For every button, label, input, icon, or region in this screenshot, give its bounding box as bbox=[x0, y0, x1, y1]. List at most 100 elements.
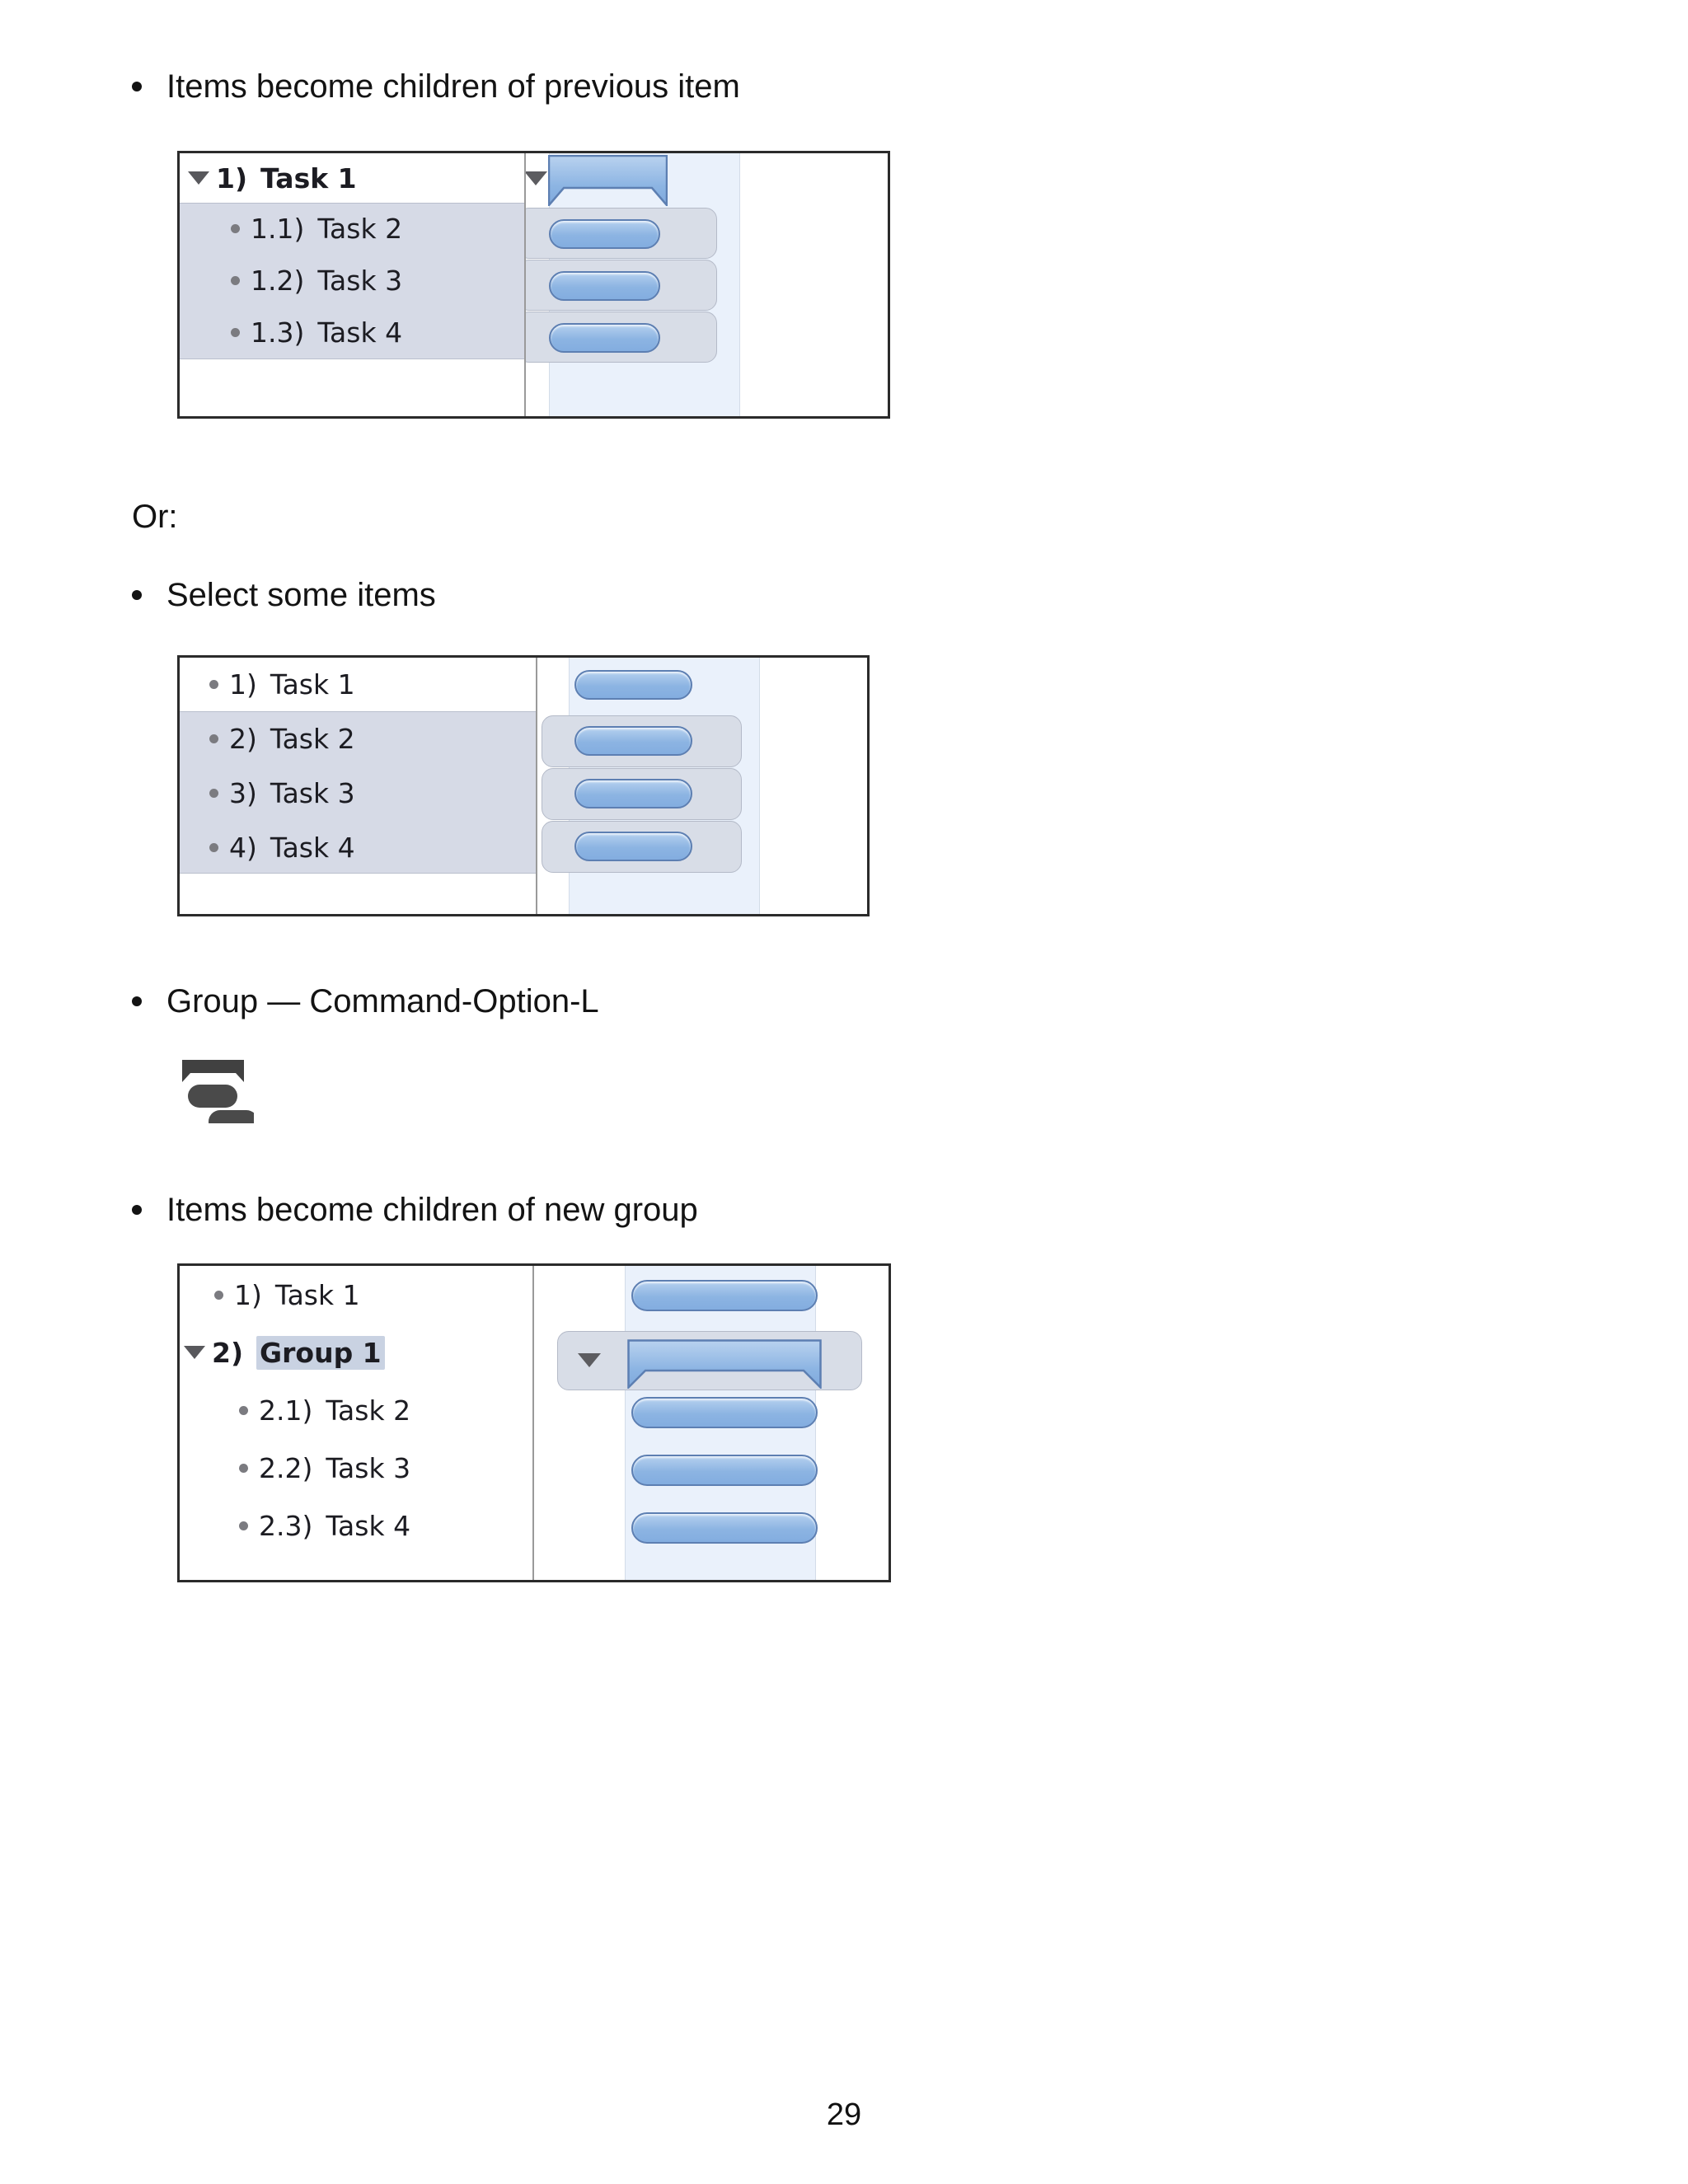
screenshot-children-of-previous-item[interactable]: 1) Task 1 1.1) Task 2 1.2) Task 3 1.3) T… bbox=[177, 151, 890, 419]
pane-divider-3[interactable] bbox=[532, 1266, 534, 1580]
gantt-task-bar-task-3[interactable] bbox=[549, 271, 660, 301]
gantt-task-bar-task-2[interactable] bbox=[631, 1397, 818, 1428]
outline-row-task-1[interactable]: 1) Task 1 bbox=[180, 153, 524, 203]
row-title: Task 3 bbox=[317, 265, 403, 297]
gantt-task-bar-task-3[interactable] bbox=[631, 1455, 818, 1486]
outline-row-task-2[interactable]: 2.1) Task 2 bbox=[180, 1381, 532, 1439]
disclosure-triangle-down-icon[interactable] bbox=[188, 171, 209, 185]
bullet-slot bbox=[219, 328, 251, 337]
bullet-items-children-previous: Items become children of previous item bbox=[132, 66, 740, 107]
bullet-dot-icon bbox=[230, 328, 240, 337]
gantt-task-bar-task-4[interactable] bbox=[631, 1512, 818, 1544]
pane-divider-2[interactable] bbox=[536, 658, 537, 914]
bullet-dot-icon bbox=[209, 842, 218, 852]
selection-band-2 bbox=[180, 711, 536, 874]
row-number: 1.3) bbox=[251, 316, 305, 349]
row-title: Task 1 bbox=[260, 162, 357, 194]
bullet-dot-icon bbox=[209, 733, 218, 743]
bullet-dot-icon bbox=[132, 1205, 142, 1215]
bullet-slot bbox=[203, 1290, 234, 1300]
outline-row-task-3[interactable]: 3) Task 3 bbox=[180, 766, 536, 820]
gantt-task-bar-task-4[interactable] bbox=[549, 323, 660, 353]
screenshot-children-of-new-group[interactable]: 1) Task 1 2) Group 1 2.1) Task 2 2.2) Ta… bbox=[177, 1263, 891, 1582]
disclosure-slot[interactable] bbox=[184, 1346, 212, 1359]
group-tasks-icon[interactable] bbox=[180, 1057, 254, 1123]
disclosure-triangle-down-icon[interactable] bbox=[184, 1346, 205, 1359]
row-title: Task 4 bbox=[317, 316, 403, 349]
outline-pane-1[interactable]: 1) Task 1 1.1) Task 2 1.2) Task 3 1.3) T… bbox=[180, 153, 524, 416]
bullet-slot bbox=[219, 224, 251, 233]
outline-pane-3[interactable]: 1) Task 1 2) Group 1 2.1) Task 2 2.2) Ta… bbox=[180, 1266, 532, 1580]
bullet-slot bbox=[198, 733, 229, 743]
bullet-dot-icon bbox=[238, 1405, 248, 1415]
row-number: 3) bbox=[229, 776, 257, 809]
gantt-pane-3[interactable] bbox=[534, 1266, 889, 1580]
bullet-dot-icon bbox=[132, 82, 142, 91]
outline-row-group-1[interactable]: 2) Group 1 bbox=[180, 1324, 532, 1381]
gantt-task-bar-task-4[interactable] bbox=[574, 832, 692, 861]
row-title-selected-text[interactable]: Group 1 bbox=[256, 1335, 385, 1370]
row-title: Task 2 bbox=[317, 213, 403, 245]
row-number: 1) bbox=[229, 668, 257, 701]
pane-divider-1[interactable] bbox=[524, 153, 526, 416]
gantt-task-bar-task-3[interactable] bbox=[574, 779, 692, 808]
gantt-pane-2[interactable] bbox=[537, 658, 867, 914]
row-number: 2.1) bbox=[259, 1394, 313, 1427]
bullet-group-shortcut: Group — Command-Option-L bbox=[132, 981, 599, 1022]
outline-row-task-3[interactable]: 2.2) Task 3 bbox=[180, 1439, 532, 1497]
gantt-disclosure-triangle-down-icon[interactable] bbox=[578, 1353, 601, 1367]
gantt-task-bar-task-1[interactable] bbox=[574, 670, 692, 700]
bullet-dot-icon bbox=[238, 1521, 248, 1530]
bullet-select-some-items: Select some items bbox=[132, 574, 436, 616]
outline-row-task-4[interactable]: 1.3) Task 4 bbox=[180, 307, 524, 359]
row-title: Task 4 bbox=[270, 831, 355, 864]
outline-row-task-2[interactable]: 1.1) Task 2 bbox=[180, 203, 524, 255]
gantt-summary-bar-task-1[interactable] bbox=[548, 155, 668, 206]
gantt-task-bar-task-2[interactable] bbox=[549, 219, 660, 249]
disclosure-slot[interactable] bbox=[188, 171, 216, 185]
outline-row-task-1[interactable]: 1) Task 1 bbox=[180, 658, 536, 711]
bullet-items-children-new-group: Items become children of new group bbox=[132, 1189, 698, 1230]
bullet-dot-icon bbox=[132, 590, 142, 600]
page-number: 29 bbox=[826, 2097, 862, 2132]
outline-row-task-1[interactable]: 1) Task 1 bbox=[180, 1266, 532, 1324]
bullet-slot bbox=[198, 788, 229, 798]
outline-row-task-2[interactable]: 2) Task 2 bbox=[180, 711, 536, 766]
bullet-slot bbox=[198, 680, 229, 689]
row-number: 1) bbox=[216, 162, 248, 194]
bullet-slot bbox=[219, 276, 251, 285]
row-number: 1.2) bbox=[251, 265, 305, 297]
bullet-slot bbox=[227, 1463, 259, 1473]
bullet-text: Items become children of previous item bbox=[166, 68, 740, 105]
gantt-task-bar-task-1[interactable] bbox=[631, 1280, 818, 1311]
gantt-summary-bar-group-1[interactable] bbox=[627, 1339, 822, 1389]
bullet-dot-icon bbox=[238, 1463, 248, 1473]
outline-row-task-4[interactable]: 4) Task 4 bbox=[180, 820, 536, 874]
bullet-slot bbox=[198, 842, 229, 852]
bullet-dot-icon bbox=[230, 224, 240, 233]
row-title: Task 3 bbox=[270, 776, 355, 809]
row-number: 2) bbox=[212, 1336, 244, 1369]
row-title: Task 3 bbox=[326, 1451, 411, 1484]
bullet-text: Items become children of new group bbox=[166, 1192, 698, 1228]
row-title: Task 1 bbox=[274, 1278, 360, 1311]
row-title: Task 1 bbox=[270, 668, 355, 701]
bullet-text: Select some items bbox=[166, 577, 436, 613]
gantt-task-bar-task-2[interactable] bbox=[574, 726, 692, 756]
row-number: 1.1) bbox=[251, 213, 305, 245]
row-title: Task 4 bbox=[326, 1509, 411, 1542]
bullet-dot-icon bbox=[213, 1290, 223, 1300]
bullet-text: Group — Command-Option-L bbox=[166, 983, 599, 1019]
bullet-dot-icon bbox=[132, 996, 142, 1006]
outline-pane-2[interactable]: 1) Task 1 2) Task 2 3) Task 3 4) Task 4 bbox=[180, 658, 536, 914]
outline-row-task-4[interactable]: 2.3) Task 4 bbox=[180, 1497, 532, 1554]
gantt-pane-1[interactable] bbox=[526, 153, 888, 416]
outline-row-task-3[interactable]: 1.2) Task 3 bbox=[180, 255, 524, 307]
row-number: 2.2) bbox=[259, 1451, 313, 1484]
bullet-dot-icon bbox=[230, 276, 240, 285]
bullet-slot bbox=[227, 1405, 259, 1415]
gantt-disclosure-triangle-down-icon[interactable] bbox=[526, 171, 547, 185]
bullet-dot-icon bbox=[209, 680, 218, 689]
screenshot-flat-selection[interactable]: 1) Task 1 2) Task 2 3) Task 3 4) Task 4 bbox=[177, 655, 870, 916]
row-title: Task 2 bbox=[326, 1394, 411, 1427]
